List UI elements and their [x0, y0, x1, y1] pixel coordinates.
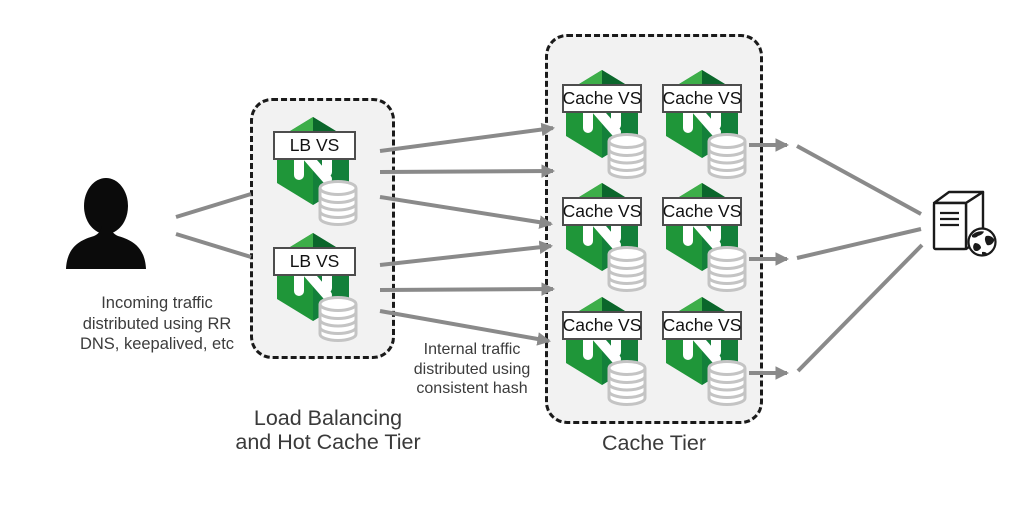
- lb-tier-label: Load Balancing and Hot Cache Tier: [228, 406, 428, 454]
- internal-note-line2: distributed using: [413, 360, 531, 378]
- lb-tier-label-line2: and Hot Cache Tier: [235, 430, 421, 454]
- globe-icon: [967, 227, 997, 257]
- incoming-traffic-note: Incoming traffic distributed using RR DN…: [57, 293, 257, 355]
- node-label: LB VS: [273, 247, 356, 276]
- line-user-to-lb2: [175, 232, 252, 259]
- cache-node-1: Cache VS: [562, 70, 650, 188]
- cache-tier-label: Cache Tier: [602, 431, 706, 455]
- arrow-lb2-cache-row2: [379, 282, 556, 296]
- server-tower-icon: [932, 190, 997, 257]
- arrow-lb1-cache-row2: [379, 164, 556, 178]
- lb-node-2: LB VS: [273, 233, 361, 351]
- incoming-note-line2: distributed using RR: [82, 314, 232, 333]
- arrow-lb1-cache-row3: [379, 195, 554, 229]
- node-label: Cache VS: [662, 197, 742, 226]
- lb-tier-label-line1: Load Balancing: [253, 406, 403, 430]
- internal-traffic-note: Internal traffic distributed using consi…: [392, 340, 552, 399]
- database-cylinder-icon: [707, 246, 747, 292]
- database-cylinder-icon: [318, 296, 358, 342]
- node-label: Cache VS: [662, 311, 742, 340]
- database-cylinder-icon: [707, 133, 747, 179]
- cache-node-2: Cache VS: [662, 70, 750, 188]
- lb-node-1: LB VS: [273, 117, 361, 235]
- line-row3-to-server: [796, 243, 924, 373]
- node-label: Cache VS: [662, 84, 742, 113]
- line-row2-to-server: [796, 227, 922, 260]
- cache-node-3: Cache VS: [562, 183, 650, 301]
- database-cylinder-icon: [318, 180, 358, 226]
- arrow-lb2-cache-row3: [379, 309, 552, 346]
- arrow-lb2-cache-row1: [379, 240, 554, 267]
- database-cylinder-icon: [707, 360, 747, 406]
- incoming-note-line3: DNS, keepalived, etc: [79, 335, 235, 353]
- database-cylinder-icon: [607, 360, 647, 406]
- incoming-note-line1: Incoming traffic: [101, 294, 213, 312]
- cache-node-5: Cache VS: [562, 297, 650, 415]
- user-silhouette-icon: [66, 178, 146, 269]
- internal-note-line3: consistent hash: [416, 380, 528, 397]
- node-label: Cache VS: [562, 197, 642, 226]
- line-user-to-lb1: [175, 192, 252, 219]
- node-label: LB VS: [273, 131, 356, 160]
- cache-node-6: Cache VS: [662, 297, 750, 415]
- node-label: Cache VS: [562, 311, 642, 340]
- line-row1-to-server: [796, 144, 922, 216]
- node-label: Cache VS: [562, 84, 642, 113]
- arrow-lb1-cache-row1: [379, 122, 556, 153]
- database-cylinder-icon: [607, 133, 647, 179]
- database-cylinder-icon: [607, 246, 647, 292]
- internal-note-line1: Internal traffic: [423, 341, 521, 358]
- cache-node-4: Cache VS: [662, 183, 750, 301]
